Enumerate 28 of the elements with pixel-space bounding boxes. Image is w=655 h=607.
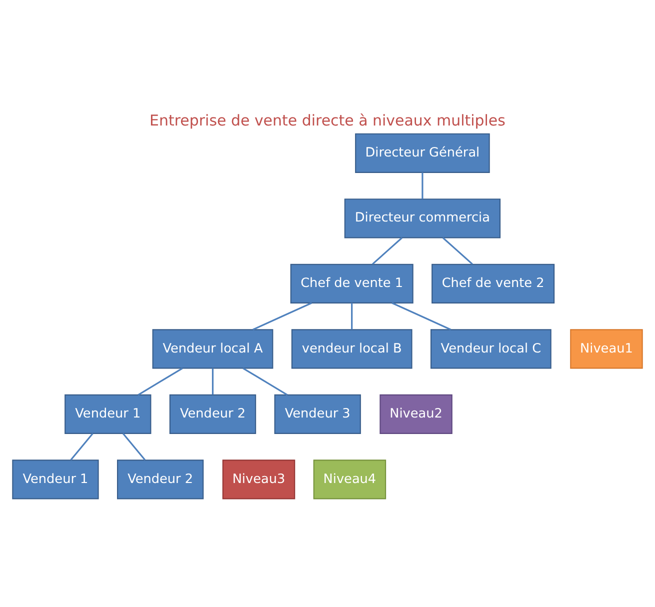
- node-box: Vendeur local C: [430, 328, 552, 368]
- node-box: Niveau1: [570, 328, 643, 368]
- connector: [242, 367, 288, 396]
- connector: [351, 302, 353, 329]
- node-box: Directeur commercia: [344, 198, 501, 238]
- node-box: Vendeur local A: [152, 328, 274, 368]
- connector: [392, 302, 452, 330]
- connector: [212, 368, 214, 394]
- node-box: Chef de vente 1: [290, 263, 414, 303]
- node-box: Niveau4: [313, 459, 386, 499]
- connector: [372, 236, 403, 264]
- diagram-title: Entreprise de vente directe à niveaux multiples: [150, 111, 506, 130]
- connector: [422, 172, 424, 198]
- connector: [122, 432, 146, 460]
- node-box: Directeur Général: [355, 132, 490, 172]
- node-box: Niveau2: [380, 394, 452, 434]
- connector: [442, 236, 473, 264]
- node-box: vendeur local B: [291, 328, 412, 368]
- connector: [252, 302, 312, 330]
- node-box: Vendeur 2: [117, 459, 204, 499]
- node-box: Vendeur 3: [274, 394, 361, 434]
- node-box: Chef de vente 2: [432, 263, 555, 303]
- connector: [70, 432, 94, 460]
- connector: [138, 367, 183, 396]
- node-box: Vendeur 1: [64, 394, 152, 434]
- node-box: Niveau3: [222, 459, 296, 499]
- node-box: Vendeur 1: [12, 459, 99, 499]
- node-box: Vendeur 2: [169, 394, 256, 434]
